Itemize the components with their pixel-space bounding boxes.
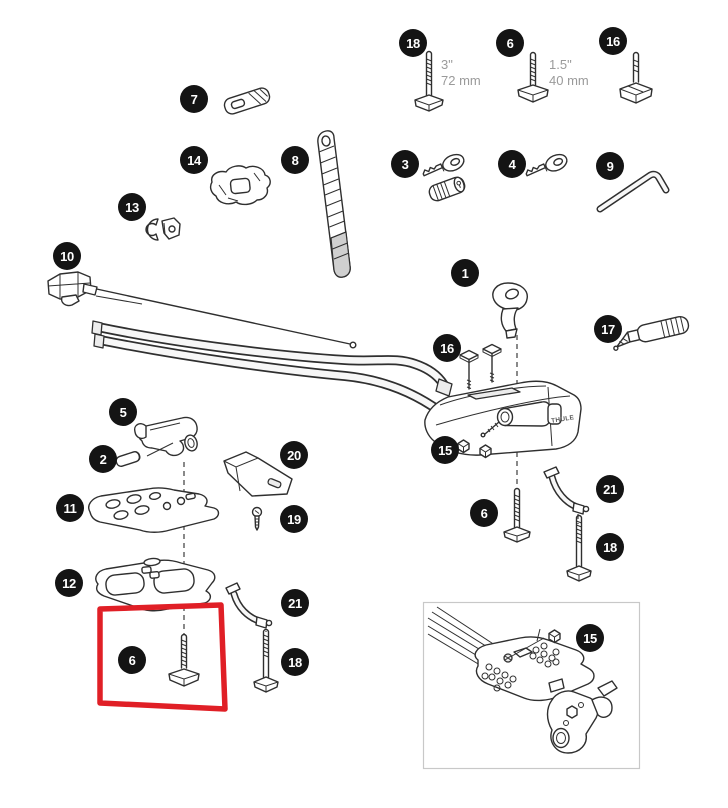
part-badge-11[interactable]: 11 <box>56 494 84 522</box>
bolt-18-size-label: 3" 72 mm <box>441 57 481 89</box>
part-badge-8[interactable]: 8 <box>281 146 309 174</box>
part-2-pin-drawing <box>115 442 174 467</box>
part-badge-20[interactable]: 20 <box>280 441 308 469</box>
bolt-6-size-label: 1.5" 40 mm <box>549 57 589 89</box>
part-badge-16-mid[interactable]: 16 <box>433 334 461 362</box>
part-badge-18-right[interactable]: 18 <box>596 533 624 561</box>
part-badge-18-left[interactable]: 18 <box>281 648 309 676</box>
part-badge-17[interactable]: 17 <box>594 315 622 343</box>
part-18-bolt-drawing-top <box>414 50 444 112</box>
part-badge-2[interactable]: 2 <box>89 445 117 473</box>
inset-straps-lines <box>427 606 505 672</box>
part-11-plate-drawing <box>88 487 220 533</box>
part-badge-9[interactable]: 9 <box>596 152 624 180</box>
part-badge-19[interactable]: 19 <box>280 505 308 533</box>
part-badge-18-top[interactable]: 18 <box>399 29 427 57</box>
part-badge-12[interactable]: 12 <box>55 569 83 597</box>
housing-drawing: THULE <box>424 380 582 456</box>
part-badge-6-highlight[interactable]: 6 <box>118 646 146 674</box>
part-badge-13[interactable]: 13 <box>118 193 146 221</box>
part-badge-15-inset[interactable]: 15 <box>576 624 604 652</box>
part-badge-21-right[interactable]: 21 <box>596 475 624 503</box>
bolt-18-size-inches: 3" <box>441 57 453 72</box>
part-badge-10[interactable]: 10 <box>53 242 81 270</box>
part-badge-4[interactable]: 4 <box>498 150 526 178</box>
bolt-6-size-inches: 1.5" <box>549 57 572 72</box>
part-9-hex-key-drawing <box>596 170 670 213</box>
part-4-key-drawing <box>525 153 568 177</box>
part-17-knob-drawing <box>613 315 690 351</box>
part-21-clamp-drawing-right <box>543 466 590 515</box>
highlight-box-part-6 <box>97 602 228 712</box>
bolt-6-size-mm: 40 mm <box>549 73 589 88</box>
part-3-key-drawing <box>422 153 465 177</box>
part-12-frame-drawing <box>95 557 216 612</box>
part-1-lever-drawing <box>492 282 528 339</box>
part-19-screw-drawing <box>251 506 263 531</box>
part-20-wedge-drawing <box>223 451 293 497</box>
part-15-inset-drawing <box>474 628 618 754</box>
part-18-bolt-drawing-left <box>253 628 279 693</box>
wheel-tray-rail-drawing <box>91 320 457 429</box>
part-badge-21-left[interactable]: 21 <box>281 589 309 617</box>
housing-brand-text: THULE <box>551 414 575 425</box>
part-10-bracket-rod-drawing <box>47 271 357 349</box>
bolt-18-size-mm: 72 mm <box>441 73 481 88</box>
part-badge-6-right[interactable]: 6 <box>470 499 498 527</box>
part-6-bolt-drawing-right <box>503 487 531 543</box>
part-13-clip-drawing <box>145 217 181 241</box>
part-badge-6-top[interactable]: 6 <box>496 29 524 57</box>
part-badge-7[interactable]: 7 <box>180 85 208 113</box>
part-badge-1[interactable]: 1 <box>451 259 479 287</box>
part-18-bolt-drawing-right <box>566 514 592 582</box>
part-7-sleeve-drawing <box>223 87 271 115</box>
part-8-strap-drawing <box>317 130 351 278</box>
part-16-bolt-drawing-top <box>619 51 653 104</box>
part-badge-15-mid[interactable]: 15 <box>431 436 459 464</box>
part-14-bracket-drawing <box>209 165 271 206</box>
part-badge-16-top[interactable]: 16 <box>599 27 627 55</box>
part-6-bolt-drawing-highlight <box>168 633 200 687</box>
inset-panel <box>422 601 641 770</box>
part-badge-14[interactable]: 14 <box>180 146 208 174</box>
part-badge-3[interactable]: 3 <box>391 150 419 178</box>
part-6-bolt-drawing-top <box>517 51 549 103</box>
part-5-hook-drawing <box>133 416 198 457</box>
part-badge-5[interactable]: 5 <box>109 398 137 426</box>
part-21-clamp-drawing-left <box>225 582 273 629</box>
part-16-bolts-drawing-mid <box>459 343 502 390</box>
part-3-lock-cylinder-drawing <box>428 176 466 202</box>
